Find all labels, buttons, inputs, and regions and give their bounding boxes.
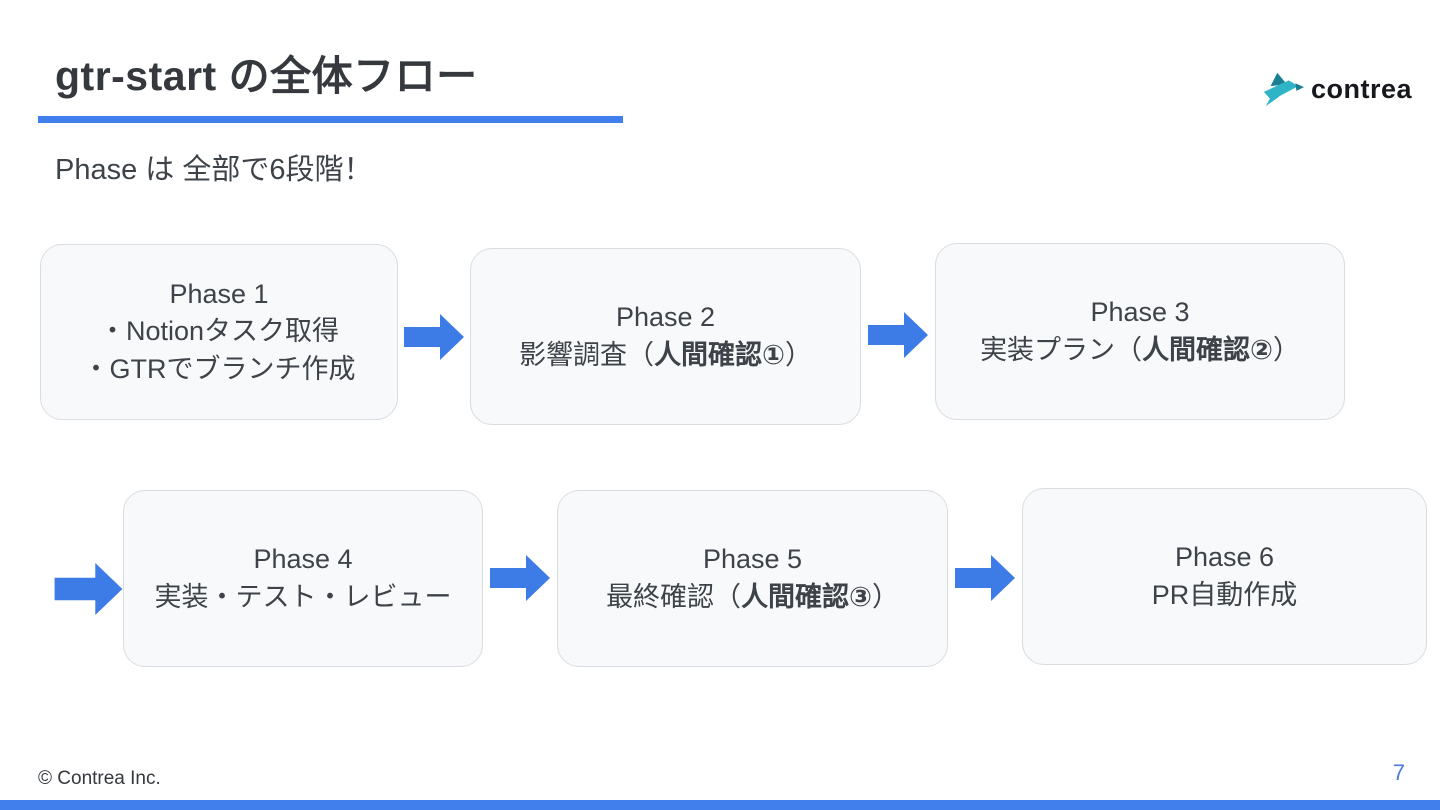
phase-box-2: Phase 2 影響調査（人間確認①） bbox=[470, 248, 861, 425]
copyright: © Contrea Inc. bbox=[38, 768, 161, 789]
title-underline bbox=[38, 116, 623, 123]
phase-desc: 実装プラン（人間確認②） bbox=[980, 334, 1300, 365]
phase-desc: ・Notionタスク取得 bbox=[98, 316, 340, 347]
arrow-right-icon bbox=[404, 314, 464, 360]
phase-title: Phase 2 bbox=[615, 302, 716, 333]
phase-title: Phase 5 bbox=[702, 544, 803, 575]
arrow-right-icon bbox=[955, 555, 1015, 601]
phase-title: Phase 6 bbox=[1174, 542, 1275, 573]
phase-desc-2: ・GTRでブランチ作成 bbox=[82, 353, 356, 384]
phase-title: Phase 3 bbox=[1090, 297, 1190, 328]
phase-box-6: Phase 6 PR自動作成 bbox=[1022, 488, 1427, 665]
bottom-accent-bar bbox=[0, 800, 1440, 810]
phase-desc: 実装・テスト・レビュー bbox=[154, 581, 452, 612]
page-number: 7 bbox=[1392, 760, 1405, 785]
arrow-right-icon bbox=[490, 555, 550, 601]
subtitle: Phase は 全部で6段階！ bbox=[55, 154, 373, 186]
phase-box-4: Phase 4 実装・テスト・レビュー bbox=[123, 490, 483, 667]
phase-title: Phase 4 bbox=[253, 544, 353, 575]
phase-desc: 最終確認（人間確認③） bbox=[606, 581, 899, 612]
phase-desc: 影響調査（人間確認①） bbox=[519, 339, 812, 370]
contrea-logo: contrea bbox=[1262, 70, 1412, 108]
page-title: gtr-start の全体フロー bbox=[55, 53, 478, 99]
phase-title: Phase 1 bbox=[169, 279, 269, 310]
phase-box-1: Phase 1 ・Notionタスク取得 ・GTRでブランチ作成 bbox=[40, 244, 398, 420]
arrow-right-icon bbox=[868, 312, 928, 358]
phase-desc: PR自動作成 bbox=[1151, 579, 1298, 610]
arrow-right-icon bbox=[54, 563, 123, 615]
phase-box-5: Phase 5 最終確認（人間確認③） bbox=[557, 490, 948, 667]
logo-text: contrea bbox=[1310, 73, 1412, 104]
phase-box-3: Phase 3 実装プラン（人間確認②） bbox=[935, 243, 1345, 420]
bird-icon bbox=[1263, 72, 1304, 107]
